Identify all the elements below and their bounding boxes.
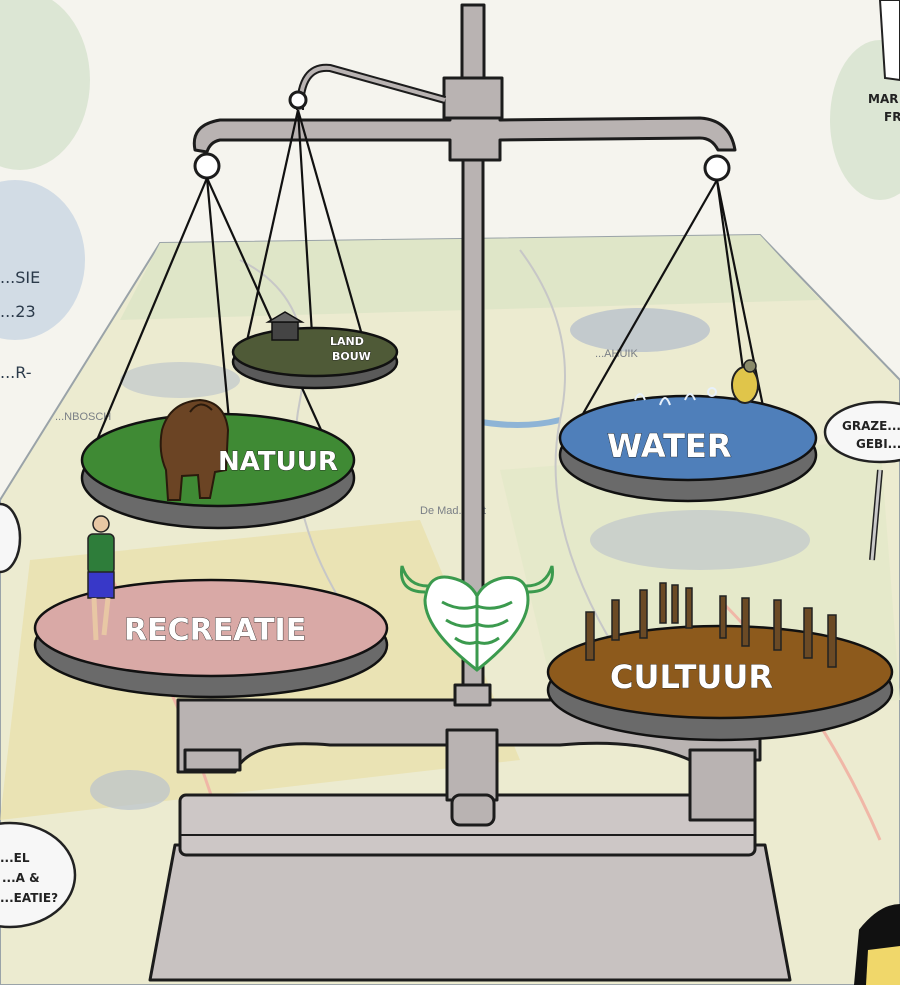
scale-base [148,843,792,982]
landbouw-label-1: LAND [330,335,364,348]
left-fragment-3: ...R- [0,363,32,382]
wooden-posts-icon [585,582,837,668]
landbouw-label-2: BOUW [332,350,371,363]
left-bubble-text-1: ...EL [0,851,30,865]
map-place-left: ...NBOSCH [55,411,111,423]
farm-building-icon [271,321,299,341]
bird-icon [731,359,759,404]
left-fragment-2: ...23 [0,302,36,321]
natuur-label: NATUUR [218,447,338,477]
bison-leaf-logo [399,565,554,672]
right-speech-table: GRAZE... GEBI... [823,400,900,561]
scale-beam [192,98,737,162]
runner-icon [87,515,115,641]
right-bubble-text-1: GRAZE... [842,419,900,433]
splash-icon [634,387,717,406]
pan-landbouw: LAND BOUW [231,311,399,390]
left-speech-bubbles: ...EL ...A & ...EATIE? [0,502,77,929]
cultuur-label: CULTUUR [610,658,773,696]
pan-water: WATER [558,359,818,503]
left-bubble-text-3: ...EATIE? [0,891,58,905]
recreatie-label: RECREATIE [124,613,306,648]
top-right-text-2: FR... [884,110,900,124]
left-edge-text: ...SIE ...23 ...R- [0,268,40,382]
top-right-character: MAR... FR... [868,0,900,124]
pan-recreatie: RECREATIE [33,515,389,699]
pan-natuur: NATUUR [80,398,356,530]
left-bubble-text-2: ...A & [2,871,40,885]
pan-cultuur: CULTUUR [546,582,894,742]
bottom-right-object [853,903,900,985]
left-fragment-1: ...SIE [0,268,40,287]
right-bubble-text-2: GEBI... [856,437,900,451]
bison-icon [159,398,230,501]
water-label: WATER [607,427,731,465]
top-right-text-1: MAR... [868,92,900,106]
